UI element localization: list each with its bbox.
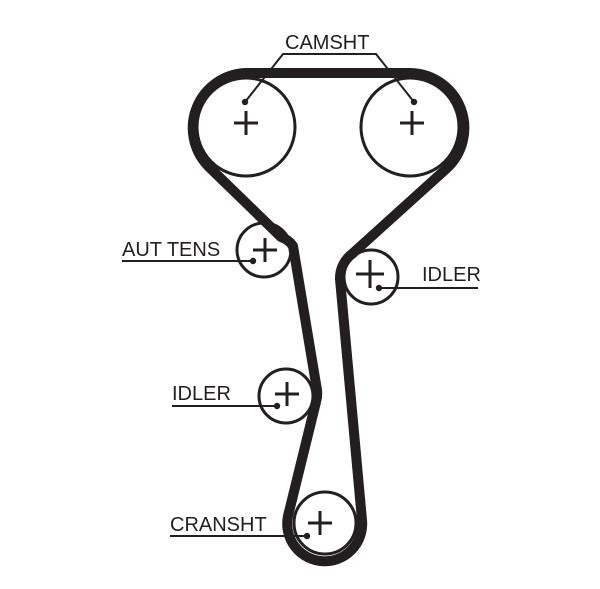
plus-icon-camshaft-left xyxy=(234,111,258,135)
plus-icon-idler-left xyxy=(275,382,299,406)
leader-dot-crankshaft xyxy=(303,532,311,540)
label-tensioner: AUT TENS xyxy=(122,239,220,261)
leader-dot-idler-left xyxy=(273,402,281,410)
leader-dot-tensioner xyxy=(249,257,257,265)
plus-icon-idler-right xyxy=(356,260,384,288)
leader-dot-camshaft-left xyxy=(241,98,249,106)
timing-belt xyxy=(187,68,470,567)
label-idler-right: IDLER xyxy=(422,264,481,286)
plus-icon-tensioner xyxy=(253,238,277,262)
label-idler-left: IDLER xyxy=(172,383,231,405)
plus-icon-crankshaft xyxy=(308,511,332,535)
label-camshaft: CAMSHT xyxy=(285,32,369,54)
leader-dot-idler-right xyxy=(375,284,383,292)
plus-icon-camshaft-right xyxy=(400,111,424,135)
pulley-camshaft-right xyxy=(359,76,461,178)
leader-dot-camshaft-right xyxy=(410,98,418,106)
label-crankshaft: CRANSHT xyxy=(170,514,267,536)
